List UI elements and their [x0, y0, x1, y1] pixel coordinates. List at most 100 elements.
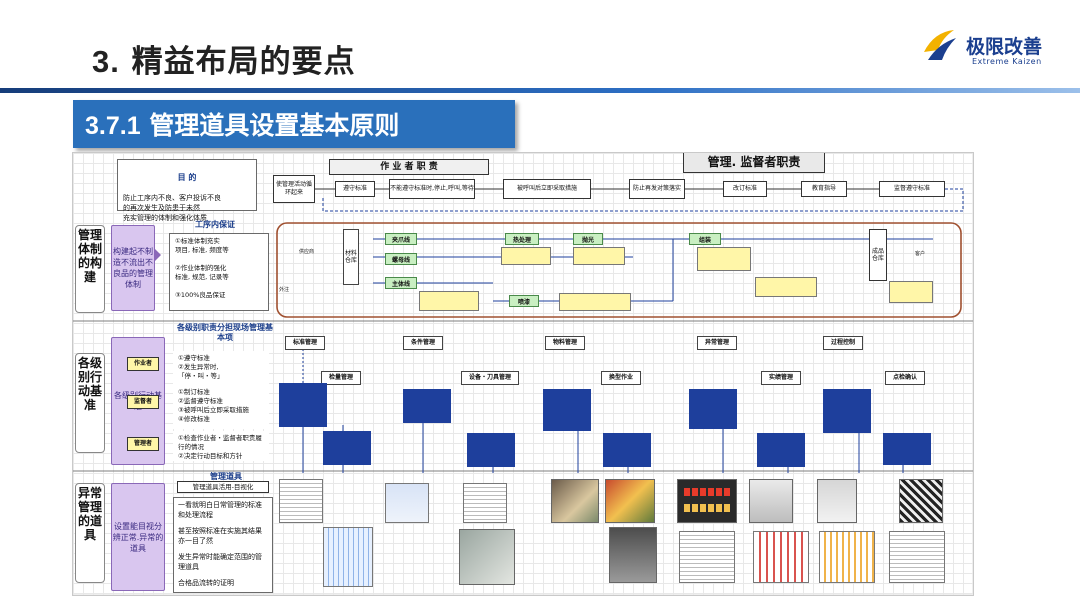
tools-list: 一看就明白日常管理的标准和处理流程 甚至按照标准在实施其结果亦一目了然 发生异常…: [173, 497, 273, 593]
category-abnormal: 异常管理: [697, 336, 737, 350]
roles-list-supervisor: ①制订标准 ②监督遵守标准 ③被呼叫后立即采取措施 ④修改标准: [173, 385, 269, 429]
node-polishing: 抛光: [573, 233, 603, 245]
flow-step-revise-standard: 改订标准: [723, 181, 767, 197]
logo-brand-en: Extreme Kaizen: [972, 57, 1042, 66]
role-manager: 管理者: [127, 437, 159, 451]
detail-equipment: [467, 433, 515, 467]
detail-standard: [279, 383, 327, 427]
side-label-tools: 异常管理的道具: [75, 483, 105, 583]
tool-sheet-10: [679, 531, 735, 583]
header-rule: [0, 88, 1080, 93]
tool-photo-6: [551, 479, 599, 523]
category-material: 物料管理: [545, 336, 585, 350]
tools-subtitle: 管理道具活用-目视化: [177, 481, 269, 493]
page-title: 3. 精益布局的要点: [92, 36, 356, 81]
purpose-box: 目 的 防止工序内不良、客户投诉不良 的再次发生及防患于未然 充实管理的体制和强…: [117, 159, 257, 222]
node-customer: 客户: [915, 251, 926, 257]
category-inspection: 点检确认: [885, 371, 925, 385]
node-heat-treatment: 热处理: [505, 233, 539, 245]
tool-sheet-1: [279, 479, 323, 523]
flow-step-follow-standard: 遵守标准: [335, 181, 375, 197]
tool-chart-12: [753, 531, 809, 583]
role-worker: 作业者: [127, 357, 159, 371]
category-gauge: 检量管理: [321, 371, 361, 385]
roles-title: 各级别职责分担现场管理基本项: [177, 323, 273, 342]
node-assembly: 组装: [689, 233, 721, 245]
purpose-text: 防止工序内不良、客户投诉不良 的再次发生及防患于未然 充实管理的体制和强化体质: [123, 194, 221, 222]
node-painting: 喷漆: [509, 295, 539, 307]
node-nut-line: 螺母线: [385, 253, 417, 265]
flow-step-supervise: 监督遵守标准: [879, 181, 945, 197]
tools-item-1: 一看就明白日常管理的标准和处理流程: [178, 501, 262, 519]
flow-step-stop-call-wait: 不能遵守标准时,停止,呼叫,等待: [389, 179, 475, 199]
detail-abnormal: [689, 389, 737, 429]
note-heat-treatment: [501, 247, 551, 265]
roles-list-manager: ①检查作业者・监督者职责履行的情况 ②决定行动目标和方针: [173, 431, 269, 461]
note-finished: [889, 281, 933, 303]
tool-photo-15: [899, 479, 943, 523]
page-title-text: 精益布局的要点: [131, 44, 356, 80]
category-equipment: 设备・刀具管理: [461, 371, 519, 385]
flow-step-prevent-recurrence: 防止再发对策落实: [629, 179, 685, 199]
category-process: 过程控制: [823, 336, 863, 350]
note-inspection: [755, 277, 817, 297]
tool-board-9: [677, 479, 737, 523]
flow-step-cycle: 使管理活动循环起来: [273, 175, 315, 203]
category-condition: 条件管理: [403, 336, 443, 350]
note-assembly: [697, 247, 751, 271]
tool-sheet-4: [463, 483, 507, 523]
detail-gauge: [323, 431, 371, 465]
purpose-title: 目 的: [177, 173, 197, 182]
side-label-system: 管理体制的构建: [75, 225, 105, 313]
process-guarantee-title: 工序内保证: [195, 220, 235, 229]
tool-photo-5: [459, 529, 515, 585]
detail-results: [757, 433, 805, 467]
tool-photo-3: [385, 483, 429, 523]
process-guarantee-purple: 构建起不制造不流出不良品的管理体制: [111, 225, 155, 311]
category-changeover: 换型作业: [601, 371, 641, 385]
worker-duty-header: 作 业 者 职 责: [329, 159, 489, 175]
tool-sheet-16: [889, 531, 945, 583]
detail-material: [543, 389, 591, 431]
tools-item-3: 发生异常时能确定范围的管理道具: [178, 553, 262, 571]
category-standard: 标准管理: [285, 336, 325, 350]
detail-changeover: [603, 433, 651, 467]
node-main-line: 主体线: [385, 277, 417, 289]
tools-purple: 设置能目视分辨正常.异常的道具: [111, 483, 165, 591]
tool-photo-8: [609, 527, 657, 583]
side-label-actions: 各级别行动基准: [75, 353, 105, 453]
flow-step-respond: 被呼叫后立即采取措施: [503, 179, 591, 199]
section-title: 管理道具设置基本原则: [149, 111, 400, 140]
roles-list-worker: ①遵守标准 ②发生异常时, 「停・叫・等」: [173, 351, 269, 385]
node-material-warehouse: 材料仓库: [343, 229, 359, 285]
brand-logo: 极限改善 Extreme Kaizen: [920, 26, 1060, 70]
logo-brand-cn: 极限改善: [966, 36, 1043, 58]
tools-item-2: 甚至按照标准在实施其结果亦一目了然: [178, 527, 262, 545]
note-polishing: [573, 247, 625, 265]
node-jaw-line: 夹爪线: [385, 233, 417, 245]
tool-chart-14: [819, 531, 875, 583]
tool-photo-11: [749, 479, 793, 523]
process-guarantee-list: ①标准体制充实 项目, 标准, 频度等 ②作业体制的强化 标准, 规范, 记录等…: [169, 233, 269, 311]
node-supplier: 供应商: [299, 249, 315, 255]
flow-step-education: 教育指导: [801, 181, 847, 197]
page-title-number: 3.: [92, 44, 120, 79]
section-header: 3.7.1 管理道具设置基本原则: [73, 100, 515, 148]
category-results: 实绩管理: [761, 371, 801, 385]
manager-duty-header: 管理. 监督者职责: [683, 153, 825, 173]
detail-inspection: [883, 433, 931, 465]
note-painting: [559, 293, 631, 311]
tools-title: 管理道具: [210, 472, 242, 481]
tool-photo-13: [817, 479, 857, 523]
node-finished-warehouse: 成品仓库: [869, 229, 887, 281]
note-main-line: [419, 291, 479, 311]
role-supervisor: 监督者: [127, 395, 159, 409]
tool-photo-7: [605, 479, 655, 523]
management-tools-diagram: 管理体制的构建 各级别行动基准 异常管理的道具 目 的 防止工序内不良、客户投诉…: [72, 152, 974, 596]
section-number: 3.7.1: [85, 112, 141, 140]
tool-sheet-2: [323, 527, 373, 587]
detail-condition: [403, 389, 451, 423]
tools-item-4: 合格品流转的证明: [178, 579, 234, 587]
node-outsource: 外注: [279, 287, 290, 293]
logo-mark-icon: [924, 30, 956, 60]
